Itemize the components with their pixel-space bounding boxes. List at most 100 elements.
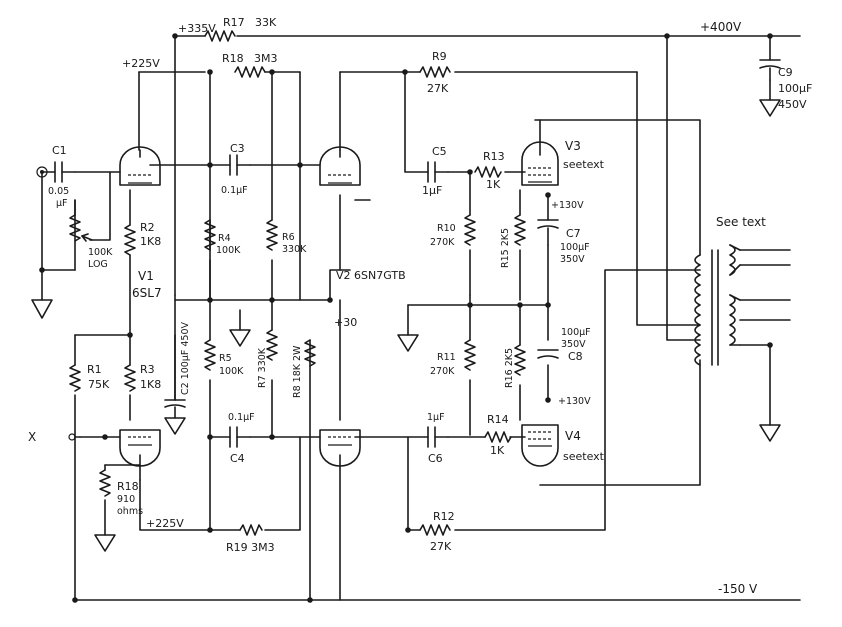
r8-resistor: [304, 339, 316, 367]
r2-value: 1K8: [140, 235, 161, 248]
c1-value: 0.05: [48, 186, 69, 197]
r12-resistor: [419, 524, 451, 536]
r10-label: R10: [437, 223, 456, 234]
rail-225-bot-label: +225V: [146, 517, 184, 530]
resistors: [69, 30, 526, 536]
r3-resistor: [124, 364, 136, 392]
r13-label: R13: [483, 150, 505, 163]
v3-tube: [521, 141, 559, 186]
c1-label: C1: [52, 144, 67, 157]
c3-capacitor: [229, 154, 238, 176]
c9-label: C9: [778, 66, 793, 79]
ground-icon: [397, 334, 419, 352]
transformer-note: See text: [716, 215, 766, 229]
r8-label: R8 18K 2W: [292, 345, 303, 398]
r11-resistor: [464, 339, 476, 371]
c6-value: 1µF: [427, 412, 445, 423]
r5-value: 100K: [219, 366, 244, 377]
c1-capacitor: [54, 161, 63, 183]
c8-capacitor: [537, 349, 559, 359]
ground-symbols: [31, 99, 781, 552]
pot-type: LOG: [88, 259, 108, 270]
c6-label: C6: [428, 452, 443, 465]
v3-note: seetext: [563, 158, 605, 171]
output-transformer: [694, 244, 741, 366]
r18-value: 3M3: [254, 52, 278, 65]
r18b-value: 910: [117, 494, 135, 505]
r5-resistor: [204, 339, 216, 371]
c7-value: 100µF: [560, 242, 590, 253]
c4-capacitor: [229, 426, 238, 448]
r6-value: 330K: [282, 244, 307, 255]
r17-value: 33K: [255, 16, 277, 29]
wires: [41, 35, 801, 601]
r14-value: 1K: [490, 444, 505, 457]
r19-resistor: [239, 524, 263, 536]
r18-label: R18: [222, 52, 244, 65]
v2-type: V2 6SN7GTB: [336, 269, 406, 282]
r6-label: R6: [282, 232, 295, 243]
v30-label: +30: [334, 316, 357, 329]
c3-label: C3: [230, 142, 245, 155]
c9-capacitor: [759, 59, 781, 69]
c4-label: C4: [230, 452, 245, 465]
r2-label: R2: [140, 221, 155, 234]
r14-label: R14: [487, 413, 509, 426]
rail-335-label: +335V: [178, 22, 216, 35]
v1-bottom-tube: [119, 429, 161, 467]
r15-resistor: [514, 214, 526, 246]
r13-resistor: [474, 166, 502, 178]
c5-label: C5: [432, 145, 447, 158]
r7-resistor: [266, 329, 278, 361]
r3-label: R3: [140, 363, 155, 376]
r2-resistor: [124, 224, 136, 256]
r1-value: 75K: [88, 378, 110, 391]
c9-voltage: 450V: [778, 98, 807, 111]
pot-value: 100K: [88, 247, 113, 258]
tubes: [119, 141, 559, 467]
r5-label: R5: [219, 353, 232, 364]
r4-label: R4: [218, 233, 231, 244]
r10-resistor: [464, 214, 476, 246]
ground-icon: [31, 299, 53, 319]
c1-unit: µF: [56, 198, 68, 209]
input-jack: [36, 166, 81, 441]
c4-value: 0.1µF: [228, 412, 255, 423]
rail-400-label: +400V: [700, 20, 742, 34]
r15-label: R15 2K5: [500, 228, 511, 268]
c7-label: C7: [566, 227, 581, 240]
c9-capacitance: 100µF: [778, 82, 812, 95]
v1-label: V1: [138, 269, 154, 283]
v2-bottom-tube: [319, 429, 361, 467]
r9-value: 27K: [427, 82, 449, 95]
r7-label: R7 330K: [257, 347, 268, 388]
r18-resistor: [234, 66, 266, 78]
junction-dots: [39, 33, 773, 603]
r16-resistor: [514, 344, 526, 376]
v1-type: 6SL7: [132, 286, 162, 300]
r13-value: 1K: [486, 178, 501, 191]
v130-bot-label: +130V: [558, 396, 591, 407]
ground-icon: [94, 534, 116, 552]
r4-value: 100K: [216, 245, 241, 256]
v1-top-tube: [119, 146, 161, 186]
rail-225-top-label: +225V: [122, 57, 160, 70]
capacitors: [54, 59, 781, 448]
r11-value: 270K: [430, 366, 455, 377]
c2-label: C2 100µF 450V: [180, 322, 191, 395]
r1-resistor: [69, 364, 81, 392]
c8-label: C8: [568, 350, 583, 363]
v4-tube: [521, 424, 559, 467]
r9-label: R9: [432, 50, 447, 63]
r10-value: 270K: [430, 237, 455, 248]
v4-label: V4: [565, 429, 581, 443]
r4-resistor: [204, 219, 216, 251]
ground-icon: [759, 99, 781, 117]
c2-capacitor: [164, 399, 186, 408]
r18b-unit: ohms: [117, 506, 143, 517]
c3-value: 0.1µF: [221, 185, 248, 196]
input-label: X: [28, 430, 36, 444]
r16-label: R16 2K5: [504, 348, 515, 388]
v130-top-label: +130V: [551, 200, 584, 211]
